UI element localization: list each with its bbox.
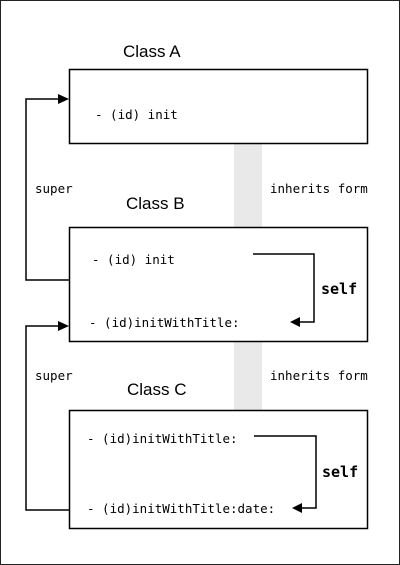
class-c-box	[68, 409, 369, 530]
self-label-c: self	[322, 463, 359, 481]
class-b-title: Class B	[126, 194, 185, 213]
class-c-title: Class C	[127, 380, 187, 399]
class-a-method-init: - (id) init	[95, 107, 178, 122]
inherits-label-bc: inherits form	[270, 368, 368, 383]
class-b-method-initwithtitle: - (id)initWithTitle:	[89, 315, 240, 330]
super-arrowhead-c-to-b	[58, 321, 69, 331]
super-arrowhead-b-to-a	[58, 94, 69, 104]
class-a-box	[68, 68, 369, 145]
class-c-method-initwithtitle: - (id)initWithTitle:	[87, 431, 238, 446]
class-a-title: Class A	[123, 42, 181, 61]
self-label-b: self	[321, 280, 358, 298]
inherits-label-ab: inherits form	[270, 181, 368, 196]
super-arrow-b-to-a	[25, 98, 69, 281]
self-arrowhead-c	[292, 503, 302, 513]
super-label-ab: super	[35, 181, 73, 196]
self-arrow-c	[254, 435, 317, 509]
super-arrow-c-to-b	[25, 325, 69, 511]
super-label-bc: super	[35, 368, 73, 383]
class-b-box	[68, 226, 369, 343]
inheritance-band-ab	[234, 144, 262, 227]
class-c-method-initwithtitle-date: - (id)initWithTitle:date:	[87, 501, 276, 516]
inheritance-band-bc	[234, 342, 262, 410]
self-arrowhead-b	[290, 317, 300, 327]
self-arrow-b	[253, 253, 315, 323]
class-b-method-init: - (id) init	[92, 252, 175, 267]
